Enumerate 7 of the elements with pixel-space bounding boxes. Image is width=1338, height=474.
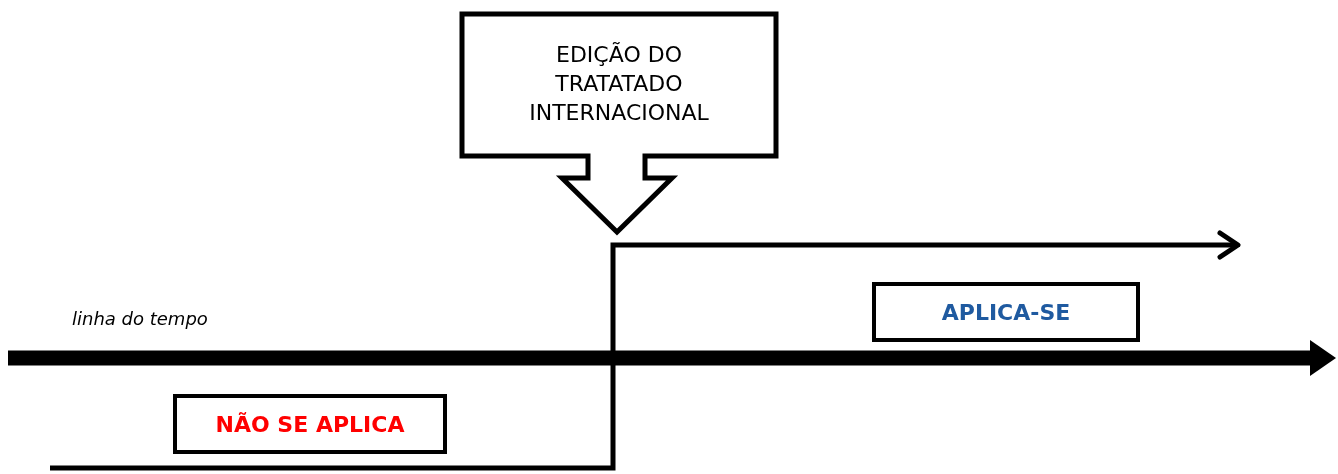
status-box [872, 282, 1140, 342]
status-text: APLICA-SE [941, 299, 1071, 325]
timeline-label: linha do tempo [72, 308, 208, 329]
status-box [173, 394, 447, 454]
callout-text: EDIÇÃO DO TRATATADO INTERNACIONAL [528, 41, 710, 127]
callout-box [458, 10, 780, 236]
status-text: NÃO SE APLICA [215, 411, 405, 437]
